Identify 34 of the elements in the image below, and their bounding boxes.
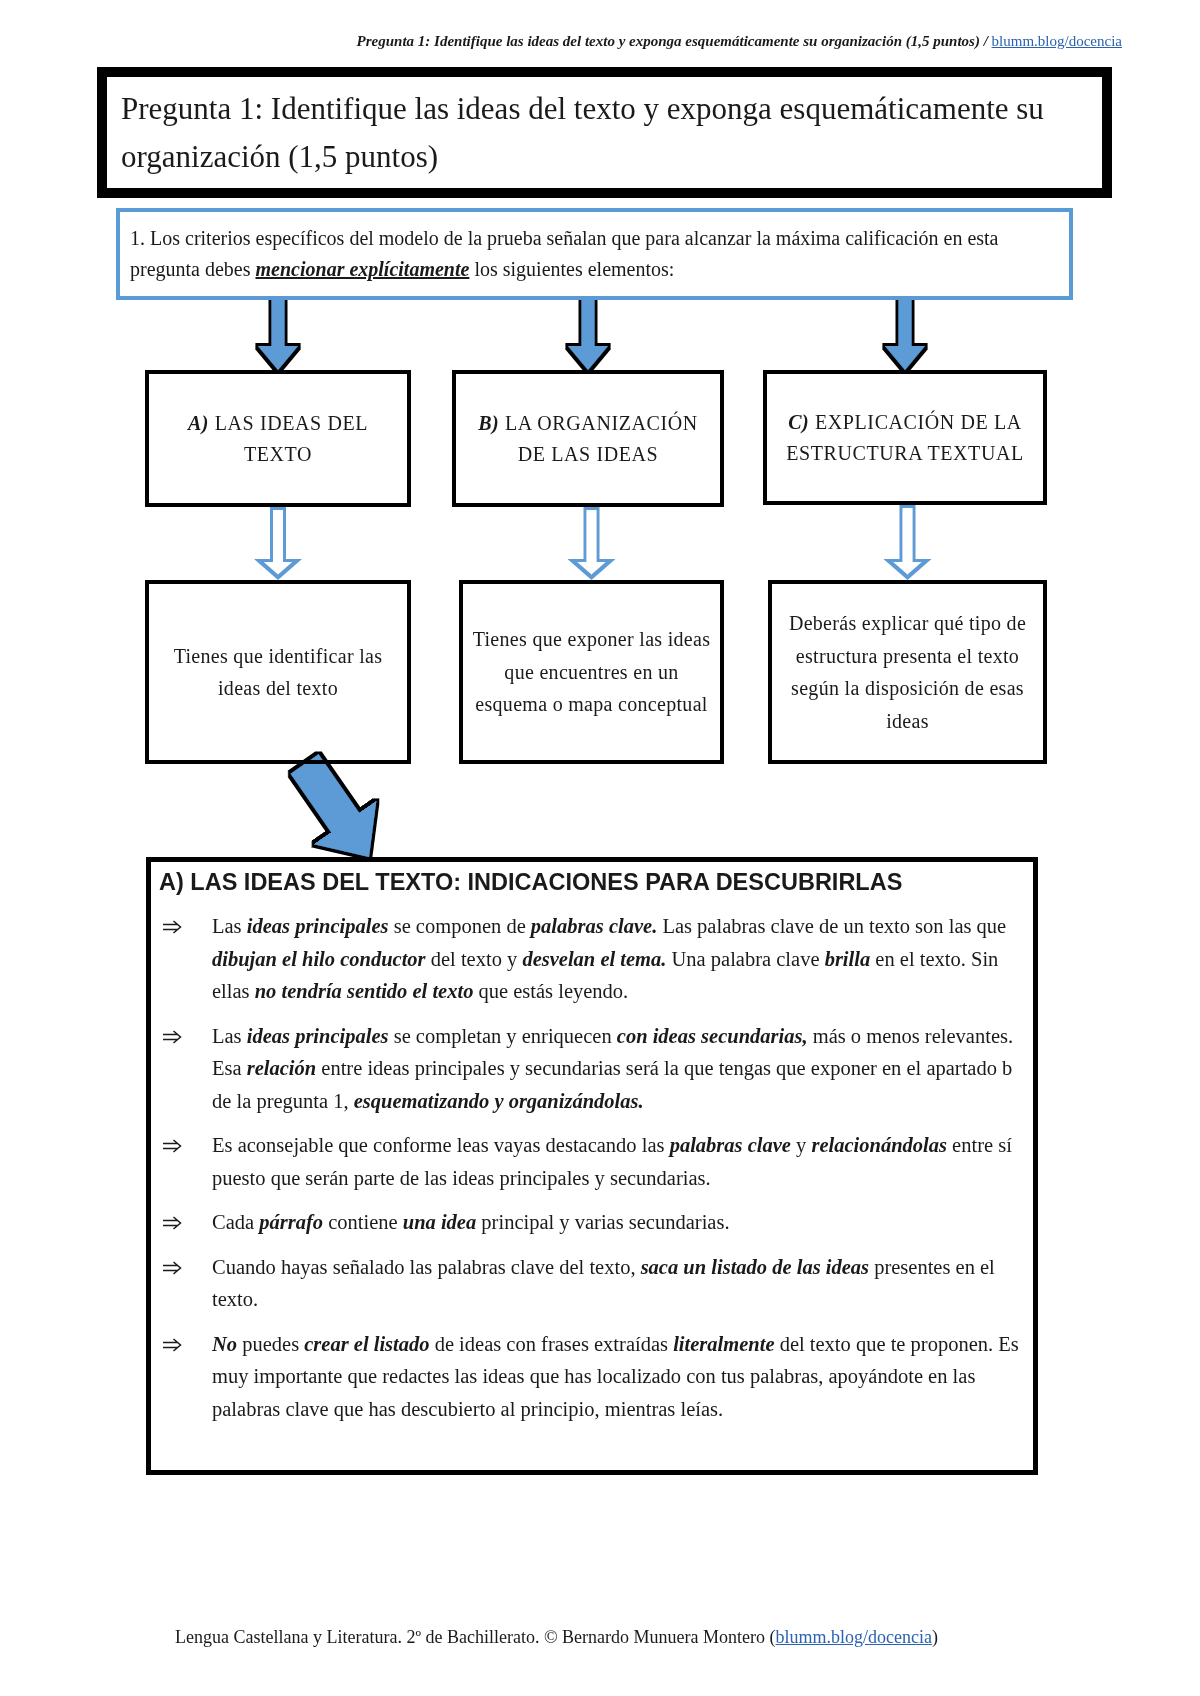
outlined-arrow bbox=[567, 507, 616, 580]
category-label: A) LAS IDEAS DEL TEXTO bbox=[186, 410, 370, 467]
block-arrow bbox=[568, 300, 608, 370]
link: blumm.blog/docencia bbox=[991, 33, 1122, 49]
note-box bbox=[116, 208, 1073, 300]
description-box bbox=[768, 580, 1047, 764]
description-text: Tienes que exponer las ideas que encuentres en un esquema o mapa conceptual bbox=[471, 627, 712, 718]
running-header: Pregunta 1: Identifique las ideas del texto y exponga esquemáticamente su organización (1,5 puntos) / blumm.blog/docencia bbox=[356, 33, 1122, 50]
bullet-paragraph: Cuando hayas señalado las palabras clave del texto, saca un listado de las ideas presentes en el texto. bbox=[212, 1254, 996, 1312]
category-box bbox=[763, 370, 1047, 505]
outlined-arrow bbox=[254, 507, 302, 580]
category-label: B) LA ORGANIZACIÓN DE LAS IDEAS bbox=[477, 410, 699, 467]
block-arrow bbox=[258, 300, 298, 370]
title-box bbox=[97, 67, 1112, 198]
description-box bbox=[459, 580, 724, 764]
description-box bbox=[145, 580, 411, 764]
bullet-paragraph: Es aconsejable que conforme leas vayas destacando las palabras clave y relacionándolas entre sí puesto que serán parte de las ideas principales y secundarias. bbox=[212, 1133, 1013, 1192]
description-text: Deberás explicar qué tipo de estructura presenta el texto según la disposición de esas ideas bbox=[787, 611, 1028, 734]
bullet-paragraph: Las ideas principales se componen de palabras clave. Las palabras clave de un texto son las que dibujan el hilo conductor del texto y desvelan el tema. Una palabra clave brilla en el texto. Sin ellas no tendría sentido el texto que estás leyendo. bbox=[212, 914, 1008, 1005]
description-text: Tienes que identificar las ideas del texto bbox=[172, 643, 384, 701]
outlined-arrow bbox=[883, 505, 932, 580]
bullet-paragraph: Cada párrafo contiene una idea principal y varias secundarias. bbox=[212, 1210, 731, 1236]
info-box bbox=[146, 857, 1038, 1475]
heading-text: Pregunta 1: Identifique las ideas del texto y exponga esquemáticamente su organización (1,5 puntos) bbox=[121, 89, 1045, 176]
section-heading: A) LAS IDEAS DEL TEXTO: INDICACIONES PARA DESCUBRIRLAS bbox=[159, 868, 903, 897]
link: blumm.blog/docencia bbox=[775, 1627, 932, 1647]
block-arrow bbox=[885, 300, 925, 370]
category-label: C) EXPLICACIÓN DE LA ESTRUCTURA TEXTUAL bbox=[785, 409, 1025, 466]
instruction-text: 1. Los criterios específicos del modelo de la prueba señalan que para alcanzar la máxima calificación en esta pregunta debes mencionar explícitamente los siguientes elementos: bbox=[130, 226, 1000, 283]
footer-text: Lengua Castellana y Literatura. 2º de Bachillerato. © Bernardo Munuera Montero (blumm.blog/docencia) bbox=[175, 1627, 938, 1648]
bullet-paragraph: No puedes crear el listado de ideas con frases extraídas literalmente del texto que te proponen. Es muy importante que redactes las ideas que has localizado con tus palabras, apoyándote en las palabras clave que has descubierto al principio, mientras leías. bbox=[212, 1331, 1020, 1423]
category-box bbox=[452, 370, 724, 507]
bullet-paragraph: Las ideas principales se completan y enriquecen con ideas secundarias, más o menos relevantes. Esa relación entre ideas principales y secundarias será la que tengas que exponer en el apartado b de la pregunta 1, esquematizando y organizándolas. bbox=[212, 1023, 1015, 1115]
category-box bbox=[145, 370, 411, 507]
